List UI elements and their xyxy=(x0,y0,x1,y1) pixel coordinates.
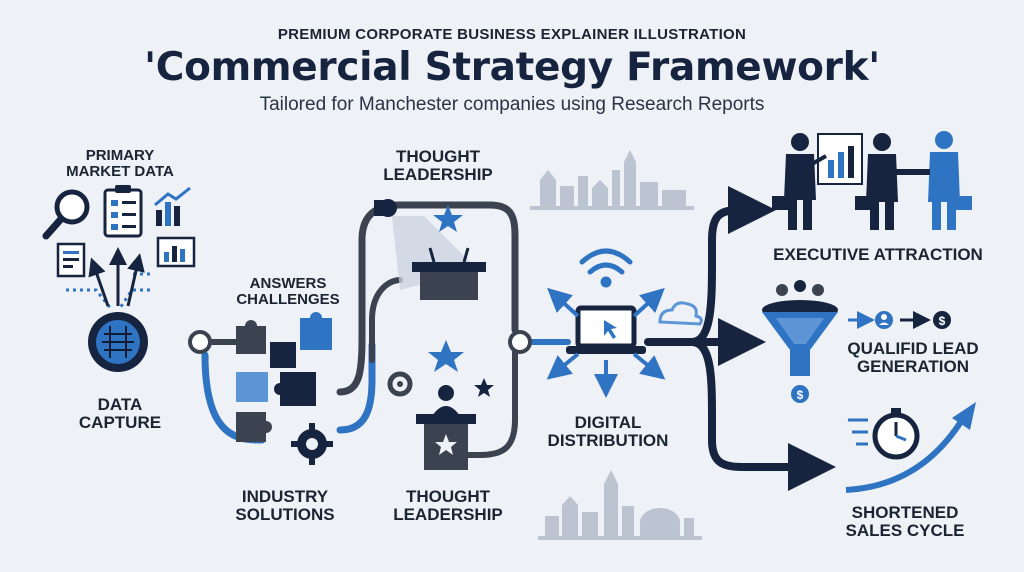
thought-leadership-bottom-label: THOUGHT LEADERSHIP xyxy=(393,487,503,525)
handshake-icon xyxy=(855,131,972,230)
thought-leadership-top-label: THOUGHT LEADERSHIP xyxy=(383,147,493,185)
skyline-icon xyxy=(538,470,702,540)
answers-challenges-label: ANSWERS CHALLENGES xyxy=(236,275,340,309)
bar-chart-icon xyxy=(811,133,863,185)
clipboard-icon xyxy=(103,185,143,238)
data-capture-label: DATA CAPTURE xyxy=(78,395,162,433)
document-icon xyxy=(56,242,86,278)
funnel-icon xyxy=(762,280,838,376)
laptop-icon xyxy=(566,305,646,354)
qualified-lead-generation-label: QUALIFID LEAD GENERATION xyxy=(847,339,979,377)
wifi-icon xyxy=(579,248,633,288)
bar-chart-icon xyxy=(156,236,196,268)
digital-distribution-label: DIGITAL DISTRIBUTION xyxy=(547,413,669,451)
svg-text:$: $ xyxy=(797,388,804,402)
podium-icon xyxy=(416,414,476,470)
executive-attraction-label: EXECUTIVE ATTRACTION xyxy=(773,245,983,264)
skyline-icon xyxy=(530,150,694,210)
industry-solutions-label: INDUSTRY SOLUTIONS xyxy=(235,487,335,525)
stopwatch-icon xyxy=(872,408,920,460)
gear-icon xyxy=(291,423,333,465)
dollar-icon: $ xyxy=(933,311,951,329)
svg-text:$: $ xyxy=(939,314,946,328)
page-title: 'Commercial Strategy Framework' xyxy=(144,45,880,90)
star-icon xyxy=(433,205,463,232)
bar-chart-icon xyxy=(154,186,191,226)
kicker: PREMIUM CORPORATE BUSINESS EXPLAINER ILL… xyxy=(277,26,747,43)
subtitle: Tailored for Manchester companies using … xyxy=(259,94,765,115)
puzzle-icon xyxy=(236,312,332,442)
star-icon xyxy=(474,378,494,397)
gear-icon xyxy=(387,371,413,397)
dollar-icon: $ xyxy=(791,385,809,403)
data-orb-icon xyxy=(88,312,148,372)
magnifier-icon xyxy=(42,189,90,240)
speaker-icon xyxy=(432,385,460,416)
primary-market-data-label: PRIMARY MARKET DATA xyxy=(66,147,174,181)
person-icon xyxy=(875,311,893,329)
star-icon xyxy=(428,340,464,372)
podium-icon xyxy=(412,247,486,300)
businessman-icon xyxy=(772,133,816,230)
cloud-icon xyxy=(658,301,703,326)
shortened-sales-cycle-label: SHORTENED SALES CYCLE xyxy=(845,503,965,541)
